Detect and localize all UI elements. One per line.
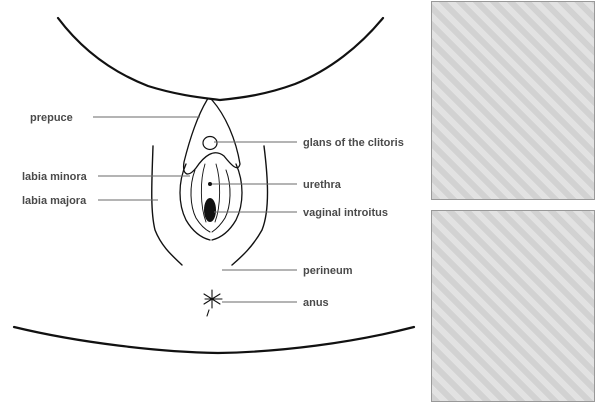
urethra-shape — [208, 182, 212, 186]
label-vaginal-introitus: vaginal introitus — [303, 207, 388, 219]
label-labia-minora: labia minora — [22, 171, 88, 183]
labia-majora-right — [232, 146, 268, 265]
introitus-shape — [204, 198, 216, 222]
label-anus: anus — [303, 297, 329, 309]
labia-minora-inner-right — [212, 170, 230, 232]
labia-majora-left — [152, 146, 182, 265]
lower-body-contour — [14, 327, 414, 353]
label-perineum: perineum — [303, 265, 353, 277]
label-labia-majora: labia majora — [22, 195, 87, 207]
label-prepuce: prepuce — [30, 112, 73, 124]
label-urethra: urethra — [303, 179, 342, 191]
label-glans: glans of the clitoris — [303, 137, 404, 149]
photo-placeholder-top — [431, 1, 595, 200]
anus-shape — [204, 290, 222, 316]
upper-body-contour — [58, 18, 383, 100]
glans-shape — [203, 137, 217, 150]
photo-placeholder-fill — [432, 211, 594, 401]
photo-placeholder-fill — [432, 2, 594, 199]
photo-placeholder-bottom — [431, 210, 595, 402]
